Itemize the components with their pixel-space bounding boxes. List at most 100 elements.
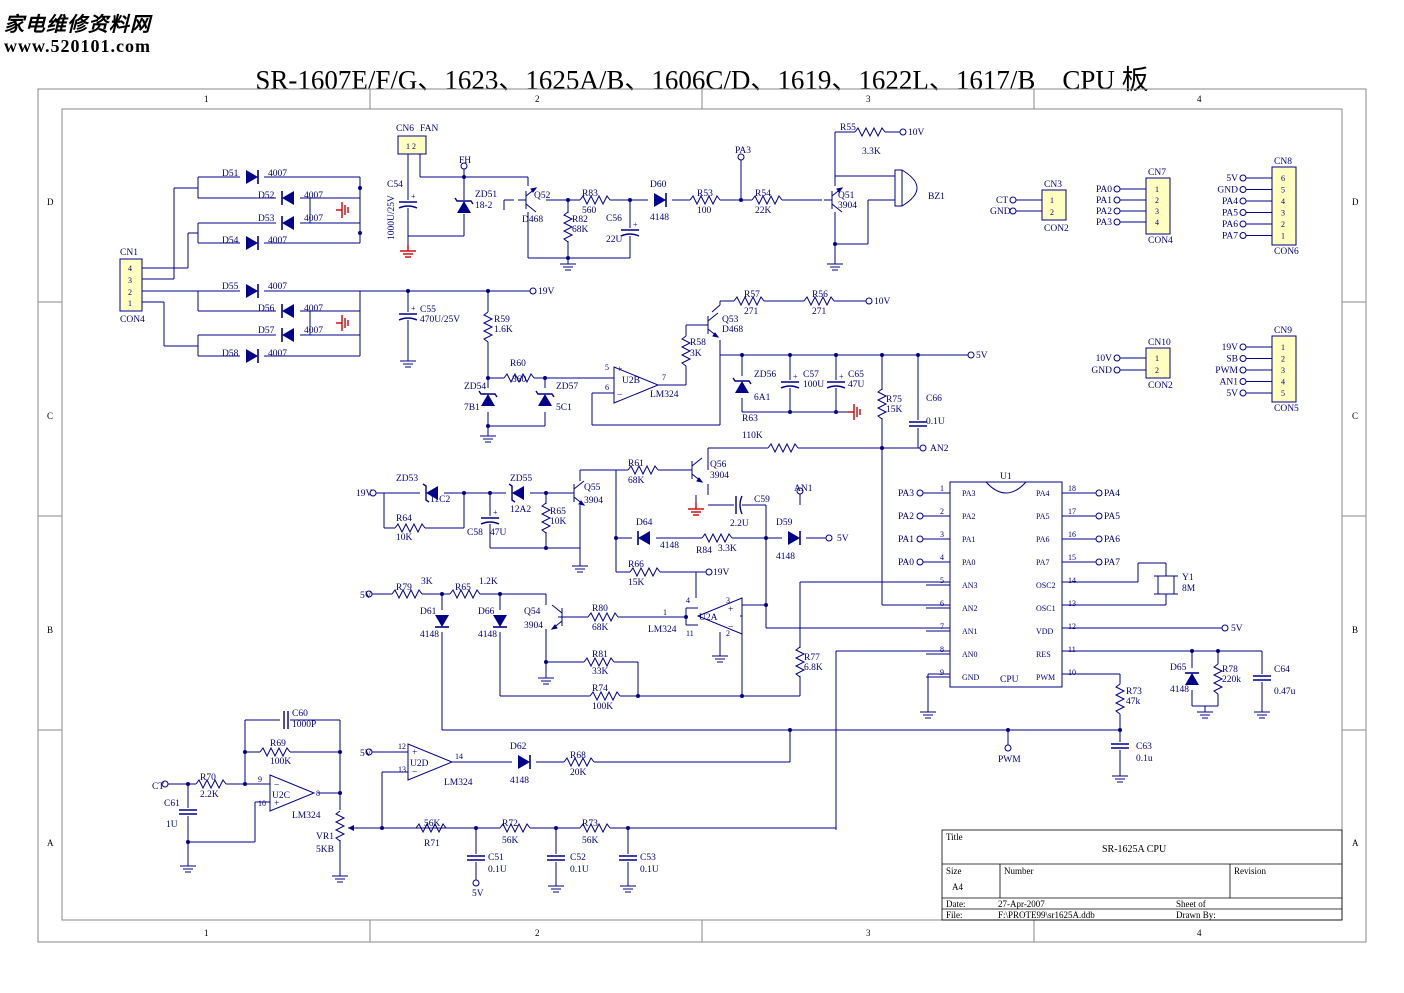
- connector-net-label: PA2: [1096, 207, 1112, 217]
- u2c-ref: U2C: [272, 791, 290, 801]
- cn3-pin: 2: [1050, 208, 1054, 217]
- opamp-minus-sign: −: [617, 391, 622, 401]
- ground-icon: [335, 314, 349, 332]
- rail-10v-label: 10V: [908, 128, 925, 138]
- d54-ref: D54: [222, 236, 239, 246]
- capacitor-c63: [1110, 743, 1130, 749]
- cn3-net: GND: [990, 207, 1011, 217]
- r81-value: 33K: [592, 667, 609, 677]
- r59-value: 1.6K: [494, 325, 513, 335]
- q55-ref: Q55: [584, 483, 601, 493]
- c66-value: 0.1U: [926, 417, 945, 427]
- col-label-2: 2: [535, 94, 540, 104]
- d66-value: 4148: [478, 630, 497, 640]
- u1-pin-number: 6: [940, 599, 944, 608]
- u2a-pin: 1: [663, 608, 667, 617]
- resistor-r63: [767, 443, 799, 453]
- tb-file-label: File:: [946, 910, 963, 920]
- tb-sheet-label: Sheet of: [1176, 899, 1206, 909]
- d66-ref: D66: [478, 607, 495, 617]
- u1-net-label: PA6: [1104, 535, 1120, 545]
- u2c-pin: 8: [316, 789, 320, 798]
- u2b-pin: 7: [662, 373, 666, 382]
- c55-ref: C55: [420, 305, 436, 315]
- diode-d54: [245, 235, 259, 251]
- d59-value: 4148: [776, 552, 795, 562]
- u2c-pin: 10: [258, 799, 266, 808]
- connector-cn6: CN6 FAN 1 2: [396, 124, 438, 155]
- y1-value: 8M: [1182, 584, 1196, 594]
- diode-d51: [245, 169, 259, 185]
- d64-ref: D64: [636, 518, 653, 528]
- ground-icon: [179, 859, 197, 873]
- u1-pin-terminal: [916, 558, 924, 566]
- u1-net-label: PA3: [898, 489, 914, 499]
- q56-value: 3904: [710, 471, 729, 481]
- r64-ref: R64: [396, 514, 412, 524]
- q51-ref: Q51: [838, 191, 855, 201]
- r61-value: 68K: [628, 476, 645, 486]
- resistor-r69: [259, 747, 291, 757]
- u2c-pin: 9: [258, 775, 262, 784]
- capacitor-c51: [466, 855, 486, 861]
- d56-ref: D56: [258, 304, 275, 314]
- u1-pin-number: 14: [1068, 576, 1076, 585]
- r61-ref: R61: [628, 459, 644, 469]
- r72-value: 56K: [502, 836, 519, 846]
- connector-terminal: [1239, 232, 1247, 239]
- c59-value: 2.2U: [730, 519, 749, 529]
- d64-value: 4148: [660, 541, 679, 551]
- row-label-c: C: [47, 411, 53, 421]
- d51-ref: D51: [222, 169, 239, 179]
- zd53-ref: ZD53: [396, 474, 418, 484]
- d61-ref: D61: [420, 607, 437, 617]
- resistor-r58: [681, 335, 691, 367]
- c59-ref: C59: [754, 495, 770, 505]
- connector-terminal: [1239, 366, 1247, 374]
- cn6-pins: 1 2: [406, 142, 416, 151]
- c53-ref: C53: [640, 853, 656, 863]
- cn1-ref: CN1: [120, 248, 138, 258]
- u1-pin-name: PA0: [962, 558, 976, 567]
- c60-ref: C60: [292, 709, 308, 719]
- rail-10v-label-2: 10V: [874, 297, 891, 307]
- u1-net-label: PA7: [1104, 558, 1120, 568]
- capacitor-c59: [735, 495, 743, 515]
- c53-value: 0.1U: [640, 865, 659, 875]
- frame-labels: 1 2 3 4 1 2 3 4 D C B A D C B A: [47, 94, 1359, 938]
- resistor-r84: [701, 533, 733, 543]
- cn1-pin: 3: [128, 276, 132, 285]
- connector-net-label: PA1: [1096, 196, 1112, 206]
- resistor-r80: [587, 612, 619, 622]
- u2a-pin: 11: [686, 629, 694, 638]
- zd56-ref: ZD56: [754, 370, 776, 380]
- connector-net-label: PWM: [1215, 366, 1238, 376]
- rail-19v-terminal-3: [705, 568, 713, 576]
- u1-pin-number: 2: [940, 507, 944, 516]
- resistor-r82: [563, 211, 573, 243]
- c54-value: 1000U/25V: [387, 195, 397, 240]
- d59-ref: D59: [776, 518, 793, 528]
- tb-date-value: 27-Apr-2007: [998, 899, 1045, 909]
- connector-pin-number: 6: [1281, 174, 1285, 183]
- d51-value: 4007: [268, 169, 287, 179]
- ground-icon: [399, 244, 417, 258]
- connector-cn3: CN3 CON2 1 2 CT GND: [990, 180, 1069, 234]
- wires: [142, 131, 1263, 880]
- cn3-net: CT: [996, 196, 1008, 206]
- zd53-value: 11C2: [430, 495, 450, 505]
- r65b-ref: R65: [455, 583, 471, 593]
- connector-pin-number: 4: [1281, 378, 1285, 387]
- r81-ref: R81: [592, 650, 608, 660]
- rail-19v-label-2: 19V: [356, 489, 373, 499]
- u1-ref: U1: [1000, 472, 1012, 482]
- r56-value: 271: [812, 307, 827, 317]
- cn8-ref: CN8: [1274, 157, 1292, 167]
- u1-pin-terminal: [916, 512, 924, 520]
- ground-icon: [559, 257, 577, 271]
- cn10-ref: CN10: [1148, 338, 1171, 348]
- row-label-a-right: A: [1352, 838, 1359, 848]
- connector-pin-number: 1: [1281, 232, 1285, 241]
